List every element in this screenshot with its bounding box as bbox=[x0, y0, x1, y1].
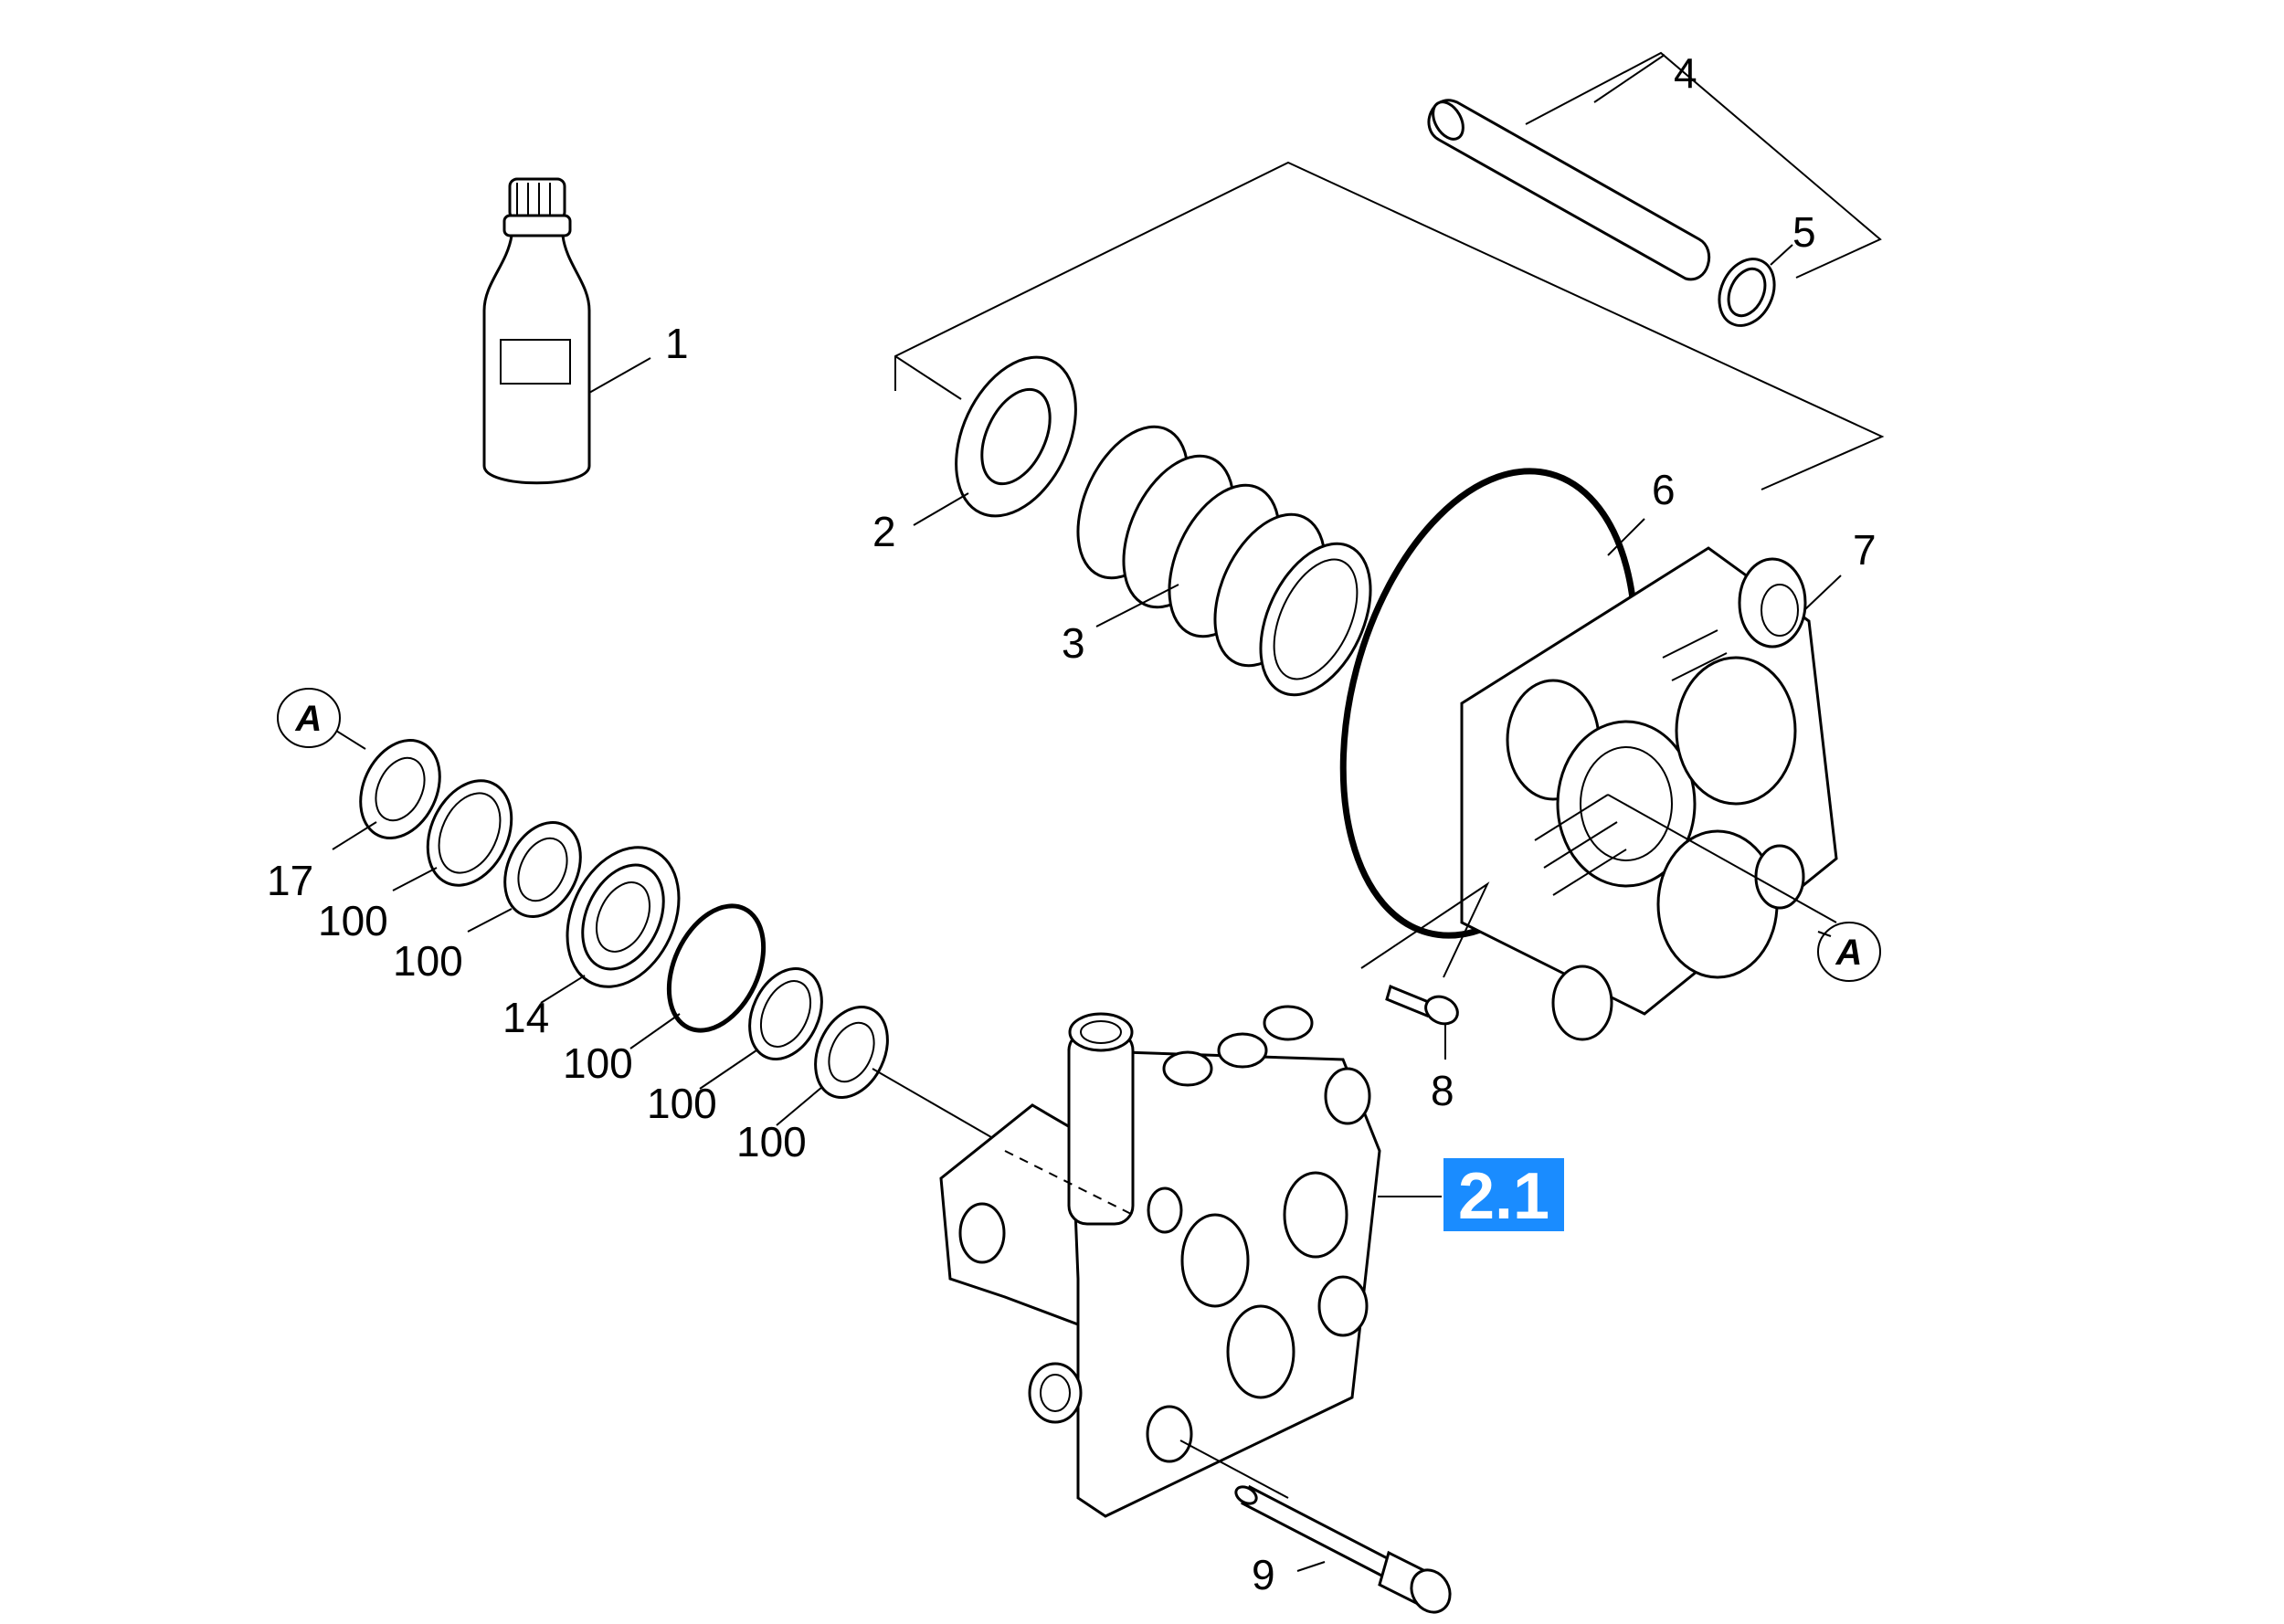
svg-text:2.1: 2.1 bbox=[1458, 1160, 1549, 1233]
reference-marker-a-right: A bbox=[1817, 922, 1881, 982]
valve-block-part-2-1 bbox=[939, 1005, 1442, 1518]
circlip-part-5 bbox=[1718, 258, 1776, 327]
assembly-badge-2-1[interactable]: 2.1 bbox=[1443, 1158, 1564, 1233]
callout-14: 14 bbox=[502, 994, 549, 1041]
callout-9: 9 bbox=[1252, 1551, 1275, 1598]
washer-part-2 bbox=[955, 355, 1077, 518]
upper-kit-frame bbox=[894, 51, 1885, 490]
callout-leaders bbox=[332, 54, 1842, 1126]
callout-100c: 100 bbox=[563, 1039, 633, 1087]
bottle-part-1 bbox=[482, 177, 591, 485]
flange-part-7 bbox=[1360, 546, 1838, 1041]
callout-100d: 100 bbox=[647, 1080, 717, 1127]
callout-100a: 100 bbox=[318, 897, 388, 944]
callout-8: 8 bbox=[1431, 1067, 1454, 1114]
seal-stack bbox=[359, 739, 992, 1138]
callout-6: 6 bbox=[1652, 466, 1676, 513]
callout-100e: 100 bbox=[736, 1118, 807, 1165]
callout-2: 2 bbox=[872, 508, 896, 555]
screw-part-8 bbox=[1385, 984, 1459, 1060]
callout-4: 4 bbox=[1674, 49, 1697, 97]
spring-part-3 bbox=[1076, 425, 1372, 697]
bolt-part-9 bbox=[1179, 1439, 1452, 1614]
callout-5: 5 bbox=[1792, 208, 1816, 256]
pin-part-4 bbox=[1427, 99, 1711, 281]
callout-7: 7 bbox=[1853, 526, 1877, 574]
svg-text:A: A bbox=[295, 699, 323, 739]
callout-3: 3 bbox=[1062, 619, 1085, 667]
callout-100b: 100 bbox=[393, 937, 463, 985]
svg-text:A: A bbox=[1835, 933, 1863, 973]
reference-marker-a-left: A bbox=[277, 688, 341, 748]
callout-labels: 1 2 3 4 5 6 7 8 9 14 17 100 100 100 100 … bbox=[267, 49, 1877, 1598]
callout-17: 17 bbox=[267, 857, 313, 904]
callout-1: 1 bbox=[665, 320, 689, 367]
